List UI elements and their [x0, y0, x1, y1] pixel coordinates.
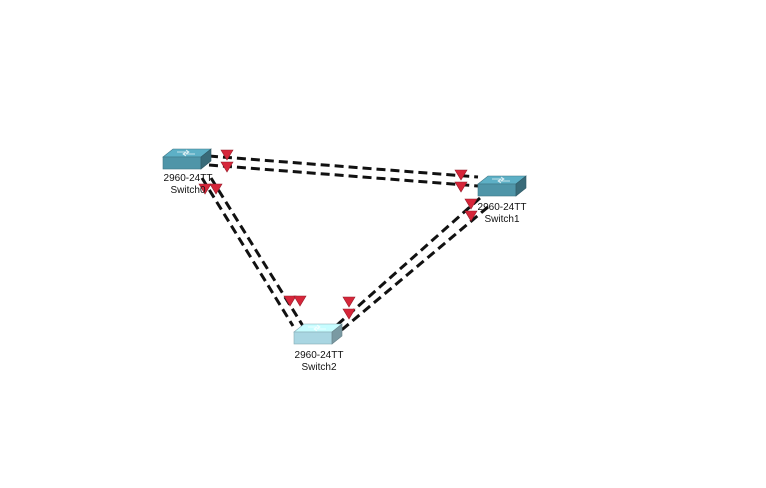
- switch1-icon[interactable]: [477, 175, 527, 197]
- port-down-icon: [283, 295, 297, 307]
- port-down-icon: [464, 210, 478, 222]
- port-down-icon: [342, 308, 356, 320]
- port-down-icon: [220, 161, 234, 173]
- ports-layer: [198, 149, 478, 320]
- switch0-name: Switch0: [170, 185, 206, 196]
- port-down-icon: [293, 295, 307, 307]
- link-switch0-switch1[interactable]: [208, 154, 479, 179]
- port-down-icon: [454, 181, 468, 193]
- switch0-icon[interactable]: [162, 148, 212, 170]
- switch2-label[interactable]: 2960-24TT Switch2: [295, 350, 344, 374]
- switch1-label[interactable]: 2960-24TT Switch1: [478, 202, 527, 226]
- links-layer: [200, 154, 489, 335]
- port-down-icon: [209, 183, 223, 195]
- switch2-icon[interactable]: [293, 323, 343, 345]
- port-down-icon: [198, 183, 212, 195]
- switch1-model: 2960-24TT: [477, 202, 527, 213]
- devices-layer: [162, 148, 527, 345]
- link-switch0-switch1[interactable]: [208, 163, 479, 188]
- switch1-name: Switch1: [484, 214, 520, 225]
- port-down-icon: [464, 198, 478, 210]
- port-down-icon: [220, 149, 234, 161]
- switch2-name: Switch2: [301, 362, 337, 373]
- switch0-model: 2960-24TT: [163, 173, 213, 184]
- port-down-icon: [454, 169, 468, 181]
- switch0-label[interactable]: 2960-24TT Switch0: [164, 173, 213, 197]
- port-down-icon: [342, 296, 356, 308]
- link-switch1-switch2[interactable]: [337, 205, 489, 335]
- switch2-model: 2960-24TT: [294, 350, 344, 361]
- link-switch0-switch2[interactable]: [200, 177, 295, 327]
